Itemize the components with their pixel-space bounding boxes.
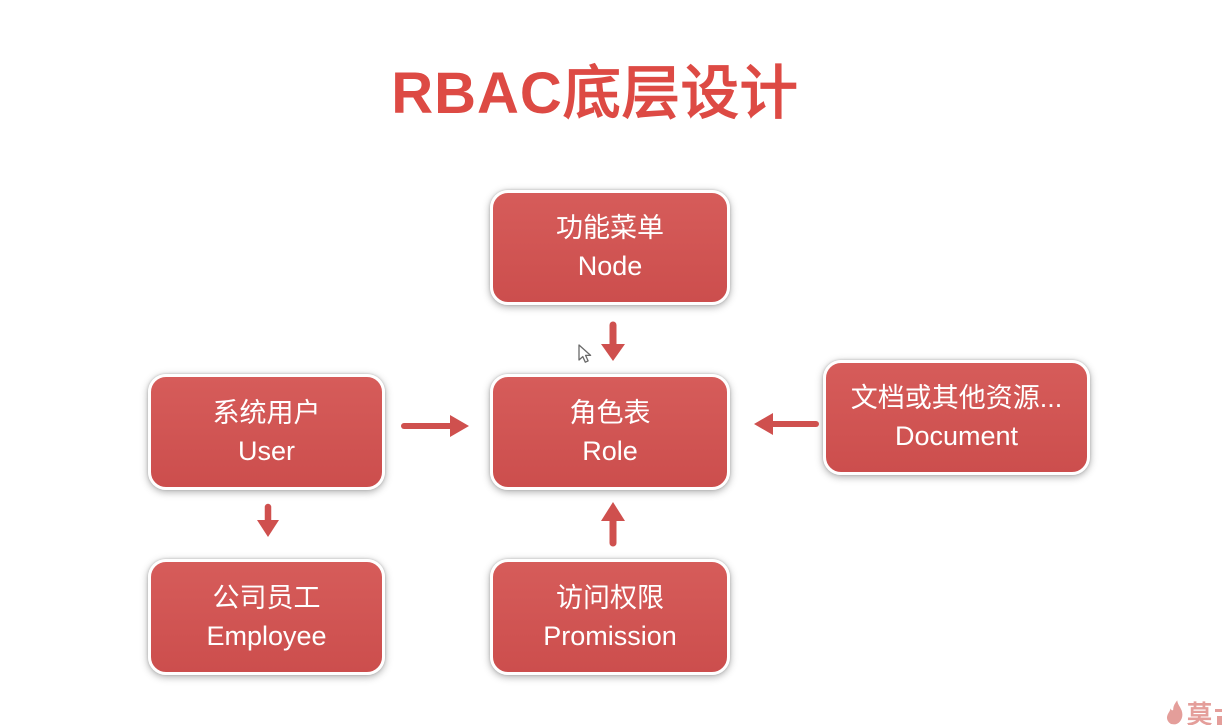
mouse-pointer-icon — [578, 344, 592, 363]
arrow-promission-to-role — [601, 502, 625, 547]
watermark: 莫 — [1165, 697, 1222, 725]
arrow-document-to-role — [754, 413, 819, 435]
watermark-clipped-glyph — [1215, 706, 1222, 725]
arrow-user-to-employee — [257, 503, 279, 537]
diagram-box-node[interactable]: 功能菜单 Node — [490, 190, 730, 305]
diagram-box-role[interactable]: 角色表 Role — [490, 374, 730, 490]
page-title: RBAC底层设计 — [391, 61, 799, 126]
box-user-label-zh: 系统用户 — [212, 397, 321, 428]
diagram-box-promission[interactable]: 访问权限 Promission — [490, 559, 730, 675]
arrow-node-to-role — [601, 321, 625, 361]
box-document-label-en: Document — [894, 421, 1019, 451]
box-promission-label-zh: 访问权限 — [556, 582, 664, 613]
box-node-label-zh: 功能菜单 — [556, 213, 664, 243]
box-promission-label-en: Promission — [543, 620, 677, 651]
diagram-box-document[interactable]: 文档或其他资源... Document — [823, 360, 1090, 475]
box-document-label-zh: 文档或其他资源... — [850, 383, 1063, 413]
diagram-box-user[interactable]: 系统用户 User — [148, 374, 385, 490]
diagram-box-employee[interactable]: 公司员工 Employee — [148, 559, 385, 675]
box-user-label-en: User — [237, 435, 295, 466]
box-employee-label-en: Employee — [206, 620, 327, 651]
box-node-label-en: Node — [577, 251, 643, 281]
flame-icon — [1166, 700, 1183, 725]
watermark-text: 莫 — [1186, 701, 1212, 725]
arrow-user-to-role — [401, 415, 469, 437]
box-role-label-en: Role — [582, 435, 638, 466]
box-employee-label-zh: 公司员工 — [212, 582, 321, 613]
box-role-label-zh: 角色表 — [569, 397, 651, 428]
